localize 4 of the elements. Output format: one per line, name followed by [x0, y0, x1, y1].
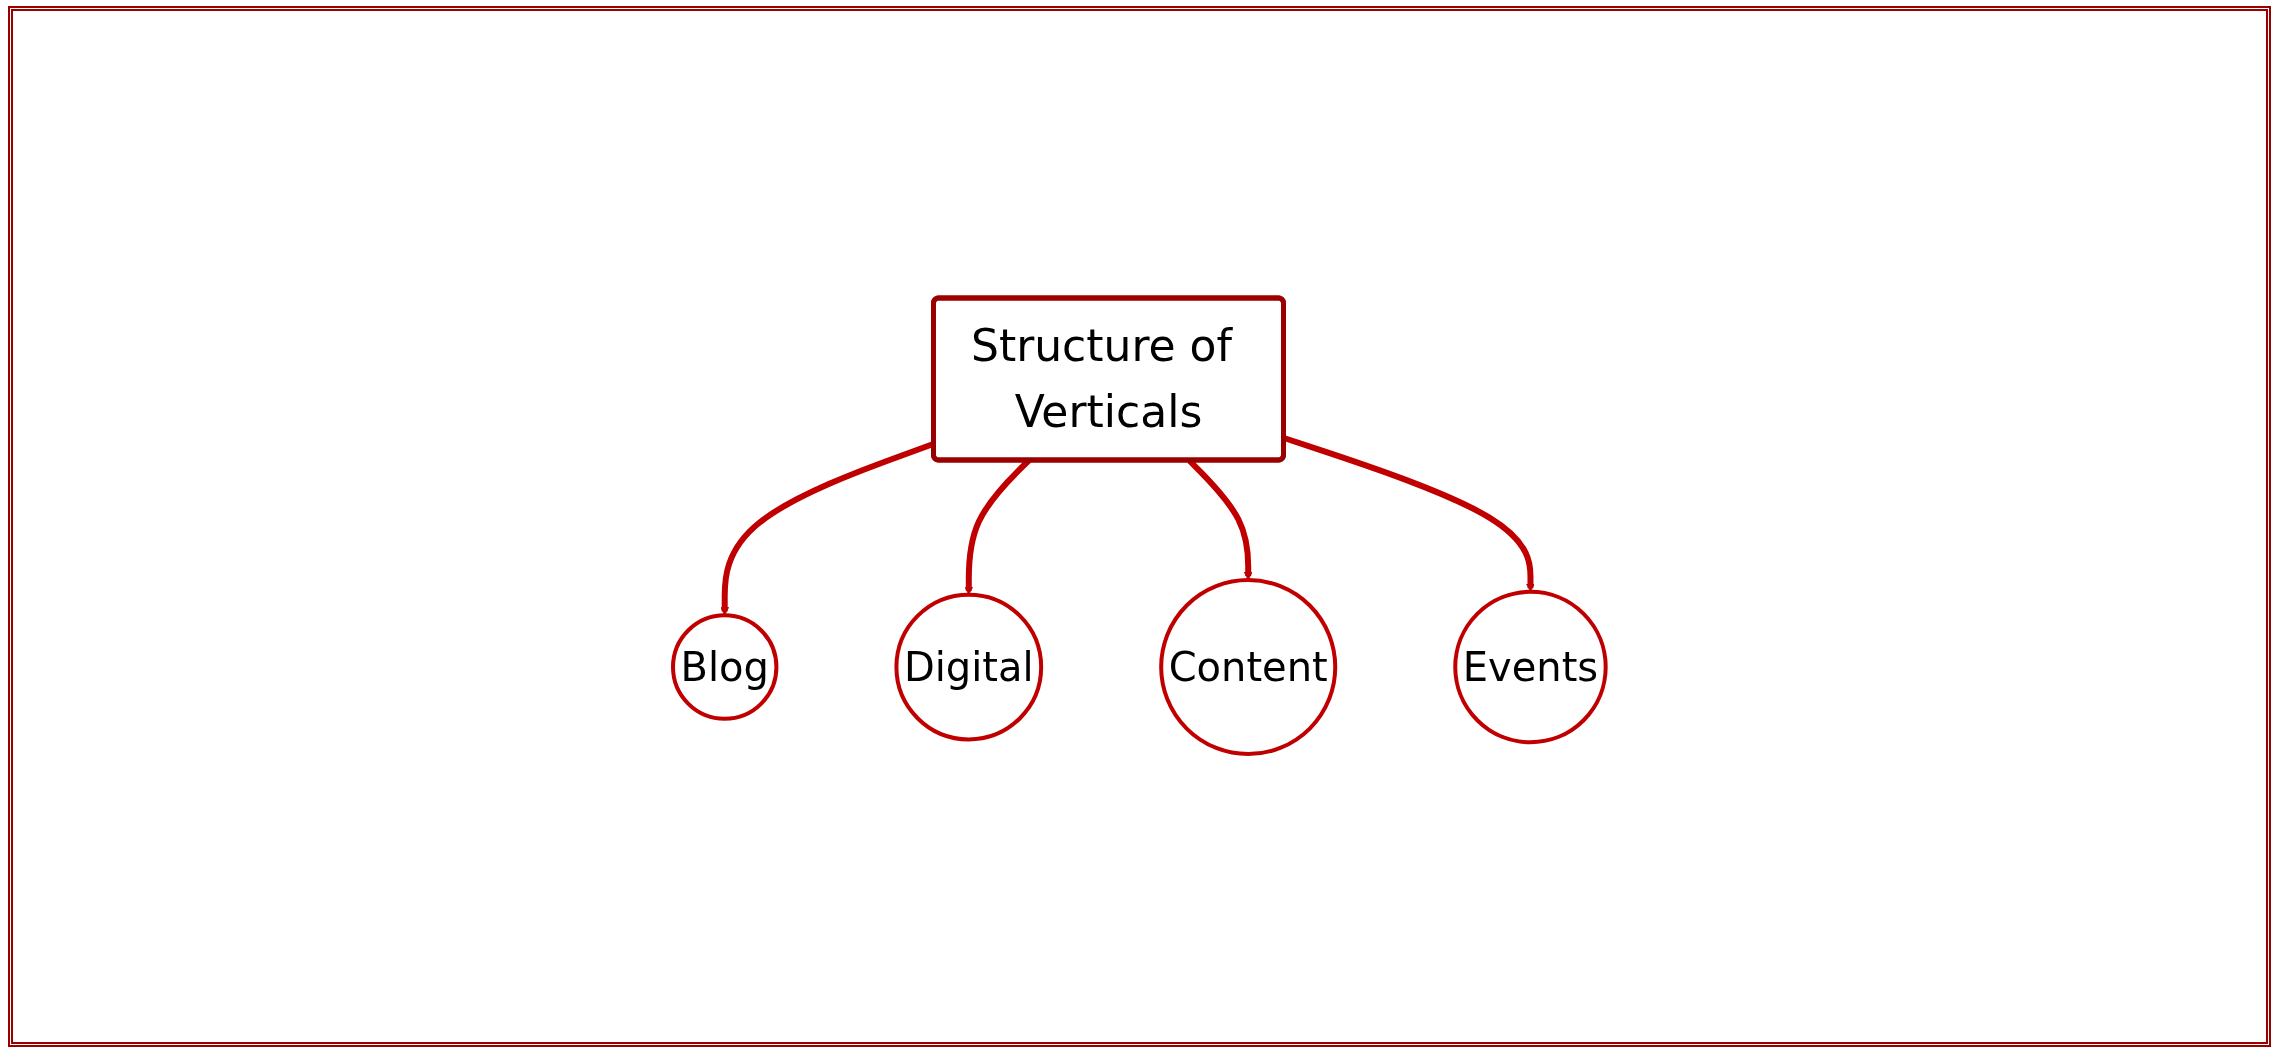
- node-circle: Blog: [671, 613, 779, 722]
- node-circle: Digital: [894, 593, 1044, 742]
- node-circle: Content: [1159, 578, 1338, 757]
- node-circle: Events: [1453, 590, 1608, 745]
